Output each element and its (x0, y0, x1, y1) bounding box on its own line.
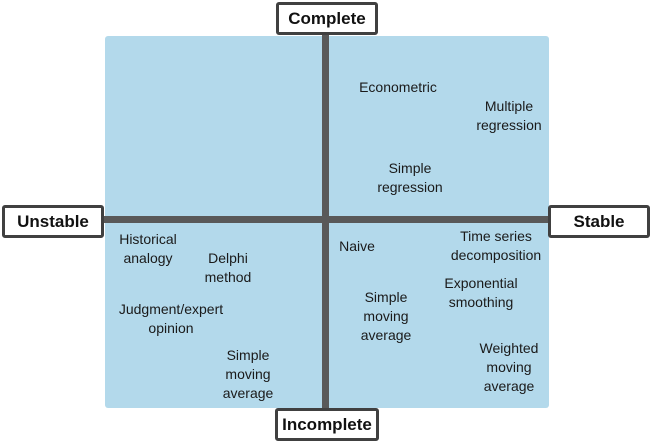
method-simple-moving-average-right: Simple moving average (360, 289, 412, 343)
horizontal-axis (85, 216, 567, 223)
method-delphi: Delphi method (204, 250, 252, 285)
method-exponential-smoothing: Exponential smoothing (444, 275, 518, 310)
method-historical-analogy: Historical analogy (119, 231, 177, 266)
method-weighted-moving-average: Weighted moving average (479, 340, 539, 394)
method-multiple-regression: Multiple regression (476, 98, 542, 133)
method-simple-moving-average-left: Simple moving average (222, 347, 274, 401)
axis-label-unstable: Unstable (2, 205, 104, 238)
method-naive: Naive (339, 238, 375, 254)
axis-label-complete: Complete (276, 2, 378, 35)
method-judgment-expert-opinion: Judgment/expert opinion (118, 301, 224, 336)
axis-label-stable: Stable (548, 205, 650, 238)
method-simple-regression: Simple regression (377, 160, 443, 195)
method-time-series-decomposition: Time series decomposition (450, 228, 542, 263)
method-econometric: Econometric (359, 79, 437, 95)
axis-label-incomplete: Incomplete (275, 408, 379, 441)
